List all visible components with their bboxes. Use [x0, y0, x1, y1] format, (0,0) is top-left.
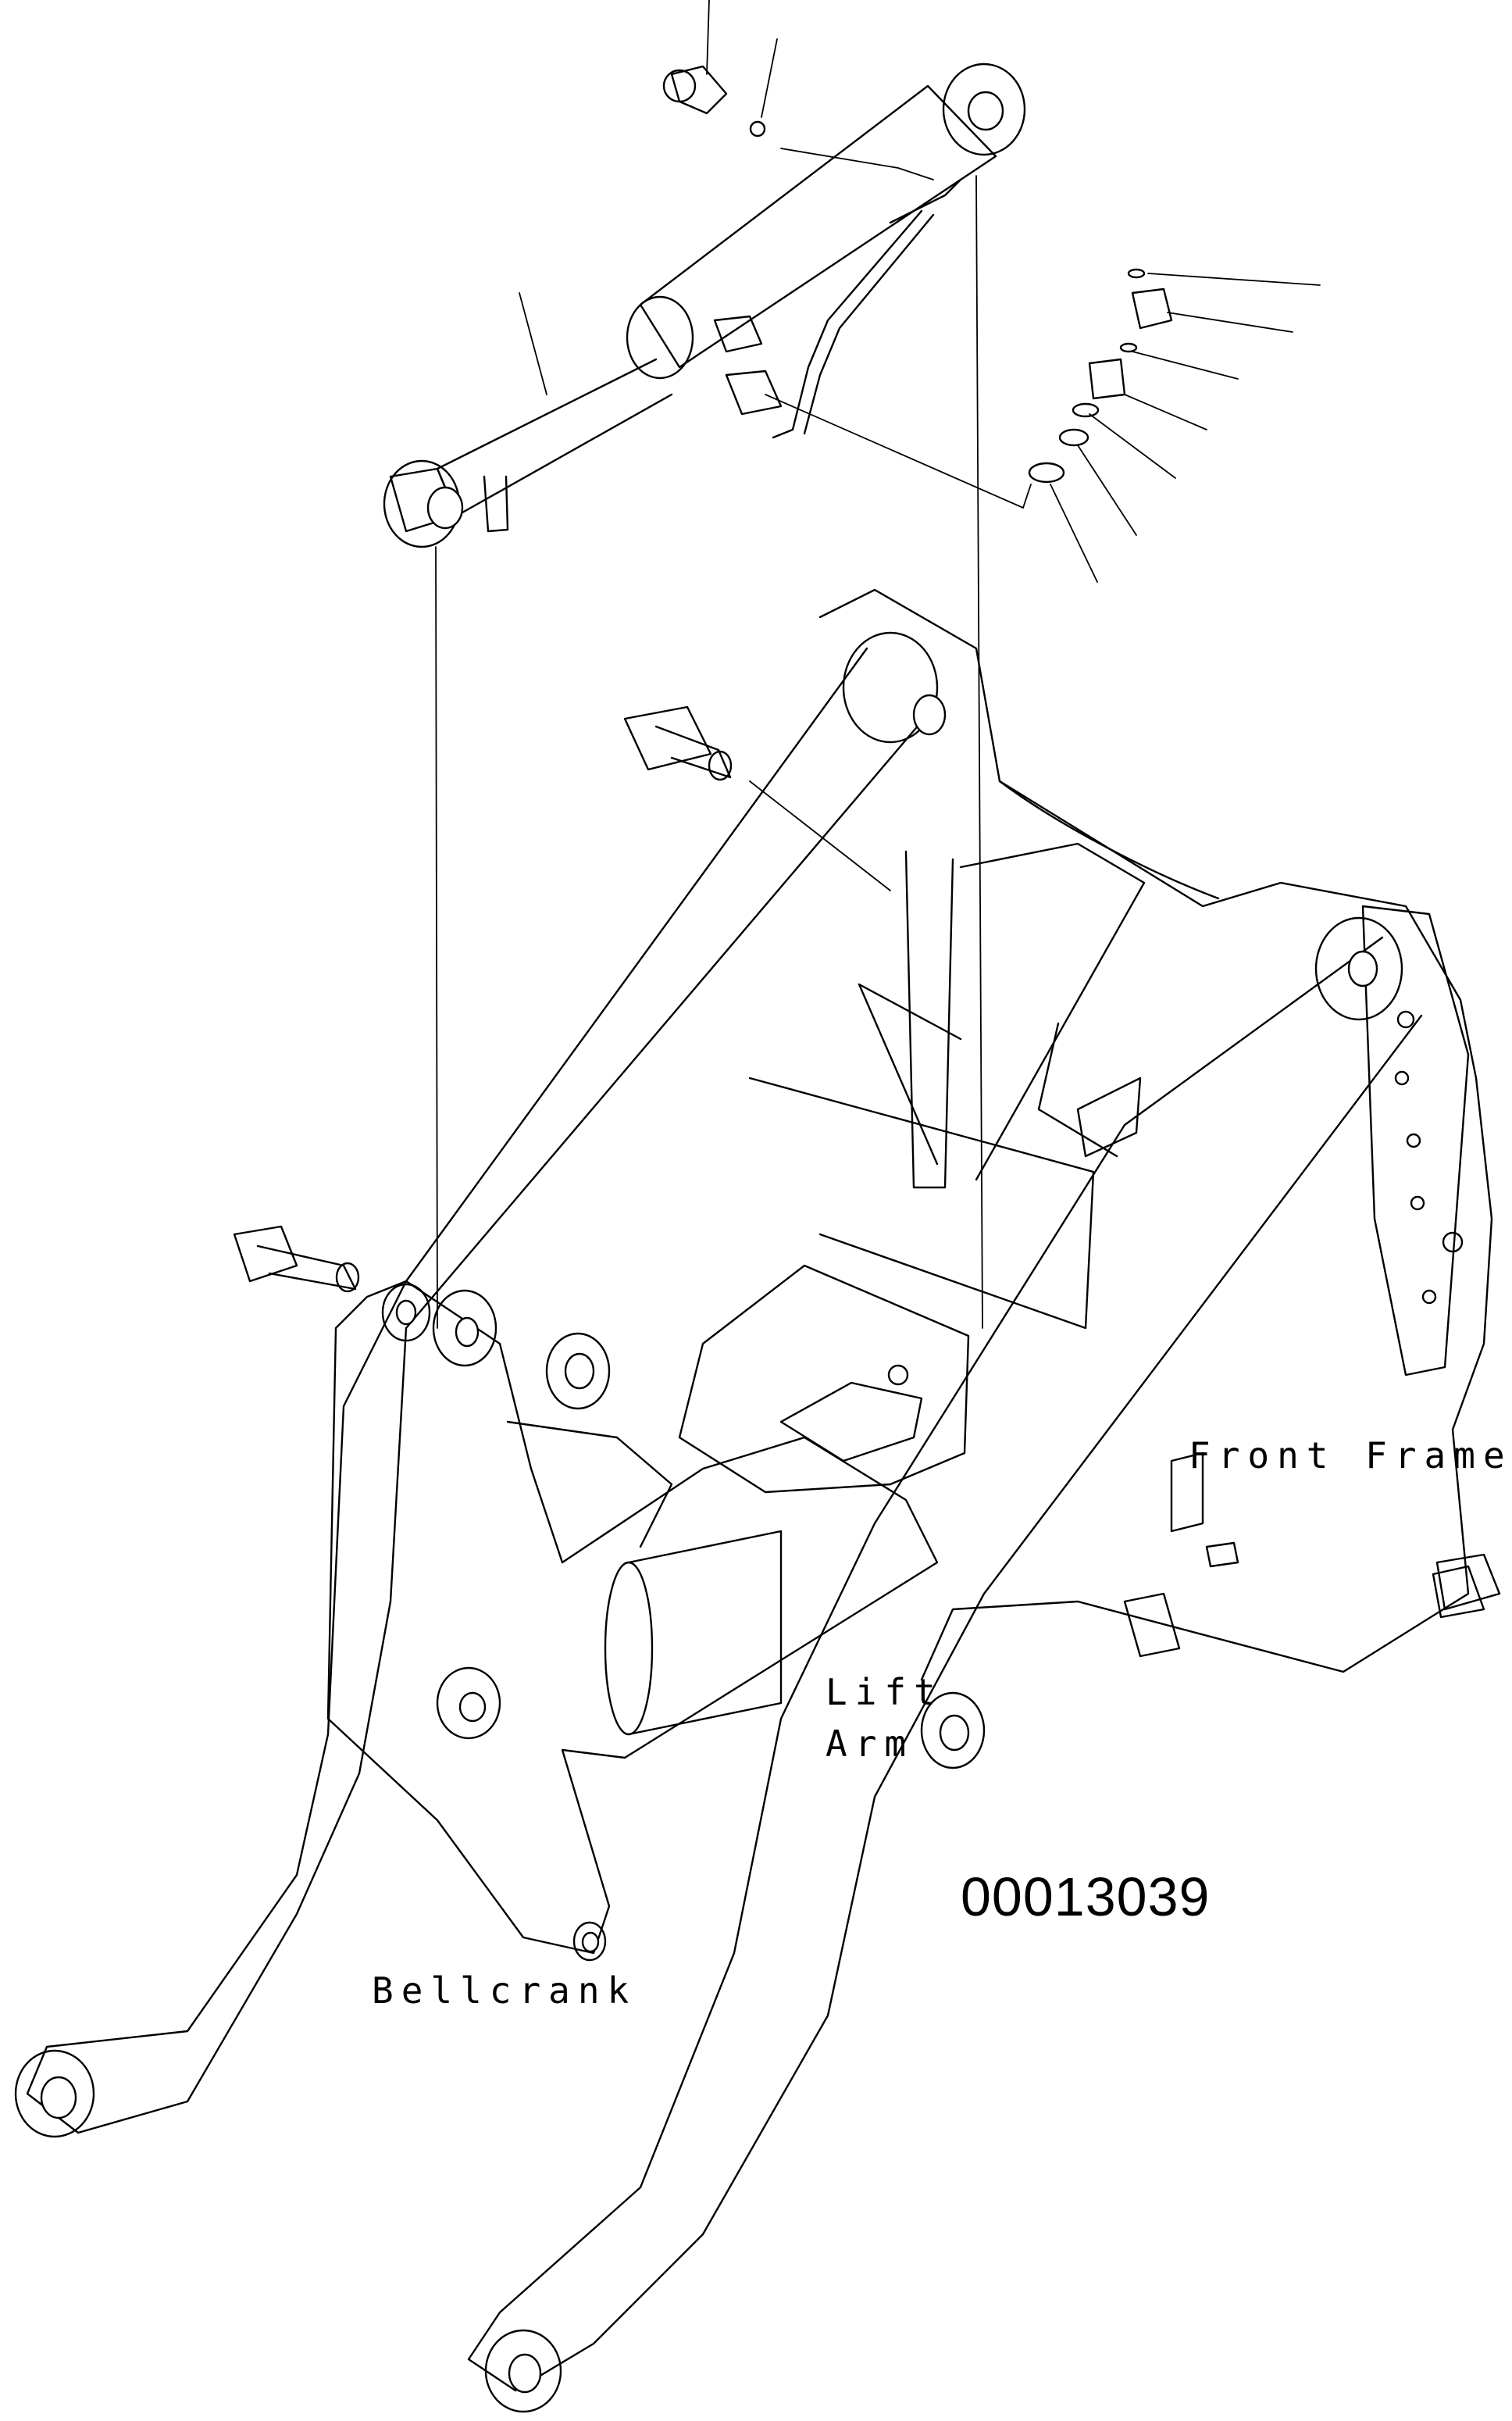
grease-fitting [662, 0, 778, 137]
bellcrank [326, 1280, 939, 1962]
leader-lines [435, 148, 1032, 1329]
front-frame [678, 588, 1501, 1681]
bellcrank-label: Bellcrank [372, 1969, 637, 2012]
lift-arm-right [467, 916, 1423, 2413]
pins [233, 705, 733, 1293]
fitting-parts-stack [1028, 268, 1321, 583]
figure-number: 00013039 [961, 1866, 1211, 1927]
front-frame-label: Front Frame [1189, 1434, 1512, 1477]
lift-arm-label-line1: Lift [826, 1671, 943, 1713]
lift-arm-left [14, 631, 947, 2138]
lift-arm-label-line2: Arm [826, 1723, 915, 1765]
hydraulic-cylinder [383, 62, 1026, 548]
